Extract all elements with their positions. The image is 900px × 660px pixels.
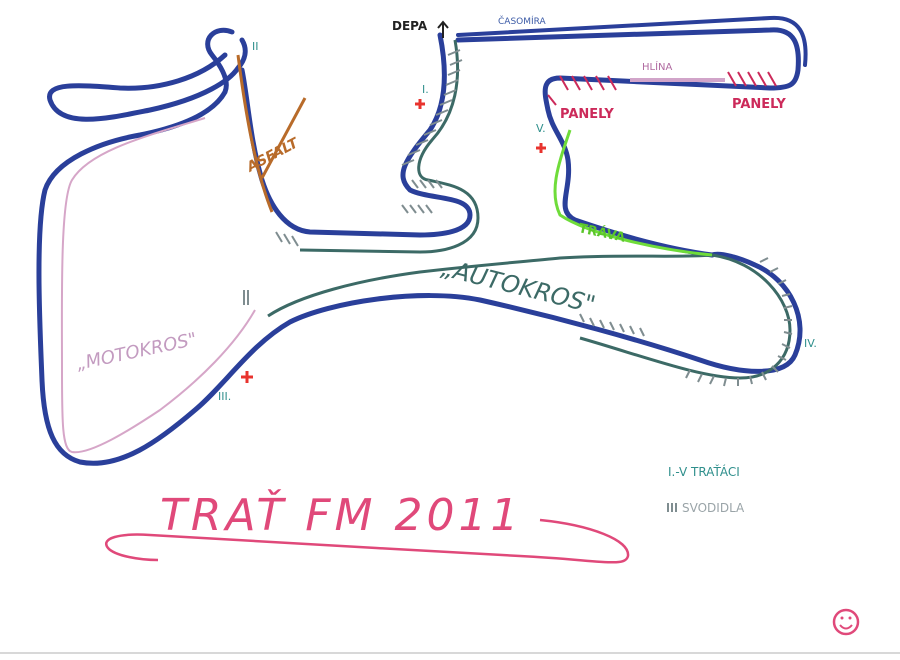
marshal-ii-label: II: [252, 40, 259, 53]
marshal-i-label: I.: [422, 83, 429, 96]
smiley-mouth: [839, 624, 853, 630]
autocross-line: [267, 253, 792, 380]
grass-segment: [553, 129, 713, 257]
panels-right-hatch: [727, 71, 777, 87]
track-outline-outer: [36, 27, 803, 466]
flag-marks: [241, 99, 546, 383]
page-edge: [0, 652, 900, 654]
legend-marshals: I.-V TRAŤÁCI: [668, 464, 740, 479]
marshal-iii-label: III.: [218, 390, 231, 403]
marshal-iv-label: IV.: [804, 337, 817, 350]
trava-label: TRÁVA: [577, 220, 627, 245]
smiley-eye-left: [840, 616, 844, 620]
title-underline: [105, 518, 630, 564]
marshal-v-label: V.: [536, 122, 546, 135]
asphalt-underline: [260, 97, 307, 179]
casomira-label: ČASOMÍRA: [498, 15, 547, 27]
barrier-hatches: [243, 49, 793, 387]
motokros-label: „MOTOKROS": [75, 329, 199, 375]
hlina-label: HLÍNA: [642, 60, 673, 73]
legend-barrier-sample: [667, 503, 677, 512]
smiley-eye-right: [848, 616, 852, 620]
track-outline-chicane-inner: [299, 39, 480, 254]
depa-arrow: [437, 20, 449, 38]
map-title: TRAŤ FM 2011: [160, 488, 522, 541]
track-outline-loop-inner: [47, 37, 248, 122]
asphalt-segment: [236, 54, 274, 213]
depa-label: DEPA: [392, 19, 428, 33]
motocross-line: [60, 117, 256, 454]
panels-left-hatch: [547, 75, 617, 106]
legend-barriers: SVODIDLA: [682, 501, 745, 515]
track-outline-top: [455, 27, 801, 258]
panely-right-label: PANELY: [732, 97, 786, 112]
track-outline-top-inner: [456, 15, 808, 67]
panely-left-label: PANELY: [560, 107, 614, 122]
smiley-face: [832, 608, 860, 636]
